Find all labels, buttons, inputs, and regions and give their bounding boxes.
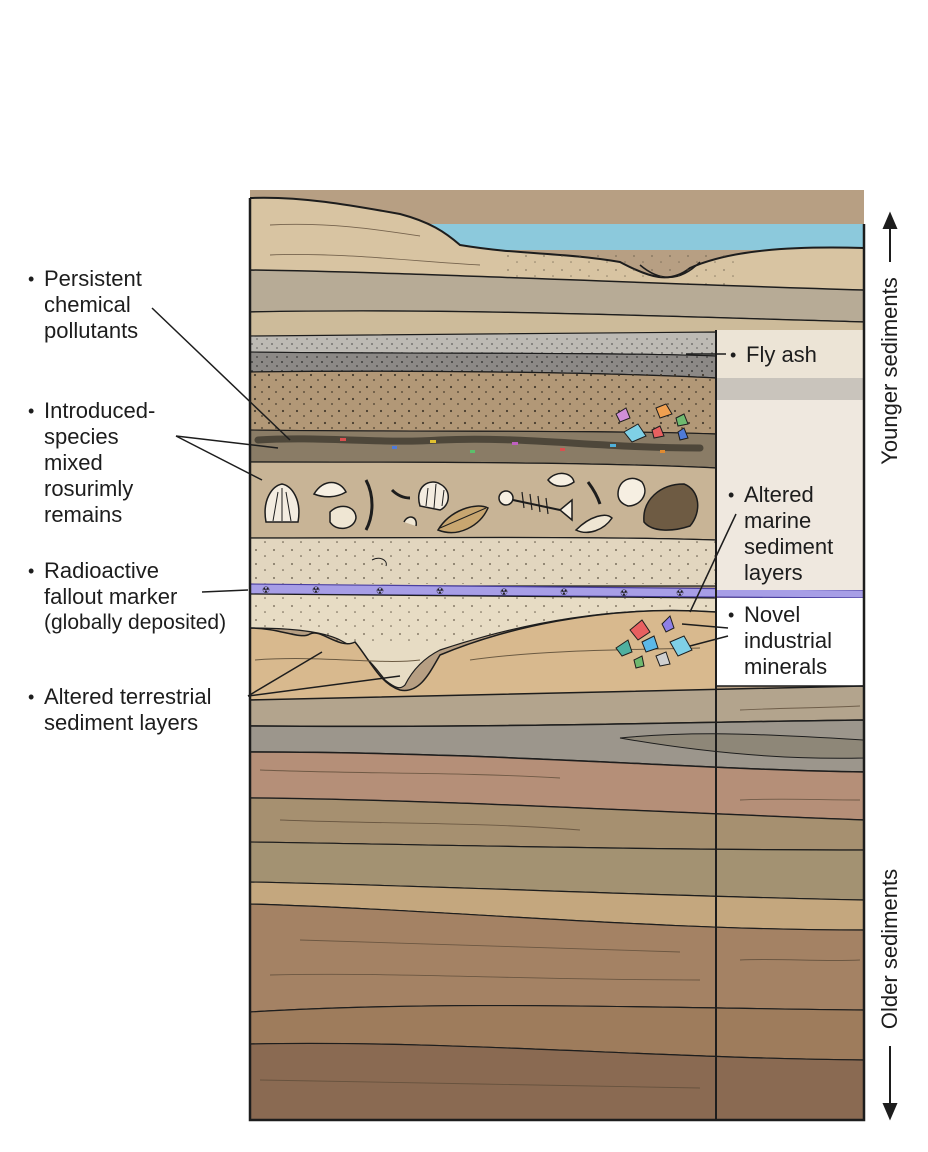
radiation-symbol-icons: ☢ ☢ ☢ ☢ ☢ ☢ ☢ ☢ <box>262 586 684 599</box>
svg-text:☢: ☢ <box>620 589 628 599</box>
label-altered-marine: •Altered marine sediment layers <box>728 482 834 585</box>
svg-text:☢: ☢ <box>312 586 320 596</box>
water-surface <box>430 224 864 250</box>
round-shell-icon <box>617 477 646 507</box>
label-leader-lines <box>151 307 737 697</box>
label-novel-minerals: •Novel industrial minerals <box>728 602 833 679</box>
label-persistent-pollutants: •Persistent chemical pollutants <box>28 266 142 343</box>
radioactive-fallout-band <box>250 583 864 599</box>
label-fly-ash: •Fly ash <box>730 342 817 367</box>
svg-text:☢: ☢ <box>560 588 568 598</box>
cockle-shell-icon <box>417 481 449 511</box>
small-shell-icon <box>547 472 575 487</box>
axis-older-sediments: Older sediments <box>877 868 902 1030</box>
novel-mineral-crystals <box>615 615 693 669</box>
fish-skeleton-icon <box>498 490 573 522</box>
time-axis-arrows <box>882 211 898 1121</box>
rock-fragment-icon <box>643 483 699 531</box>
label-radioactive-fallout: •Radioactive fallout marker (globally de… <box>28 558 227 634</box>
fossil-remains-layer <box>250 461 717 541</box>
clam-shell-icon <box>312 481 347 498</box>
svg-text:☢: ☢ <box>376 587 384 597</box>
microplastic-fragments <box>340 438 665 453</box>
svg-text:☢: ☢ <box>676 589 684 599</box>
svg-text:☢: ☢ <box>500 588 508 598</box>
mussel-shell-icon <box>574 514 613 534</box>
axis-younger-sediments: Younger sediments <box>877 277 902 465</box>
terrestrial-layer <box>250 609 717 701</box>
snail-shell-icon <box>329 505 357 530</box>
svg-text:☢: ☢ <box>262 586 270 596</box>
bone-fragment-icon <box>364 479 374 531</box>
svg-text:☢: ☢ <box>436 587 444 597</box>
arrow-down-icon <box>882 1103 898 1121</box>
label-altered-terrestrial: •Altered terrestrial sediment layers <box>28 684 212 735</box>
label-introduced-species: •Introduced- species mixed rosurimly rem… <box>28 398 156 527</box>
mineral-crystals-upper <box>615 403 689 443</box>
arrow-up-icon <box>882 211 898 229</box>
fossil-shells <box>264 472 699 567</box>
sediment-column <box>250 190 864 1120</box>
column-outline <box>248 198 866 1122</box>
